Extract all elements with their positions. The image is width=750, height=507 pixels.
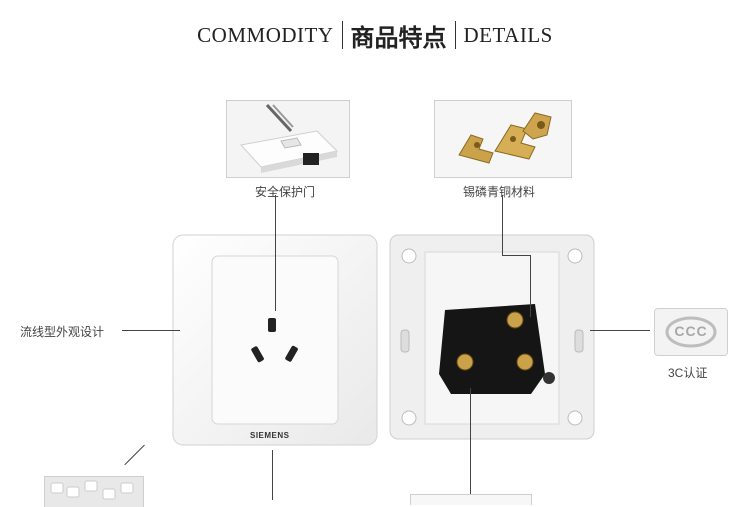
caption-design: 流线型外观设计 bbox=[20, 325, 105, 339]
callout-line-bottom bbox=[470, 388, 471, 500]
material-pellets-thumbnail bbox=[44, 476, 144, 507]
callout-line-material bbox=[502, 195, 503, 255]
caption-material: 锡磷青铜材料 bbox=[463, 185, 536, 199]
header-left: COMMODITY bbox=[197, 22, 334, 47]
header-right: DETAILS bbox=[463, 22, 553, 47]
callout-line-bottom bbox=[272, 450, 273, 500]
caption-certification: 3C认证 bbox=[668, 366, 708, 380]
callout-line-safety-door bbox=[275, 195, 276, 311]
brand-label: SIEMENS bbox=[250, 431, 290, 440]
socket-back-image bbox=[389, 234, 595, 440]
bronze-contacts-image bbox=[435, 101, 571, 177]
certification-badge: CCC bbox=[654, 308, 728, 356]
callout-line-material bbox=[530, 255, 531, 317]
safety-door-thumbnail bbox=[226, 100, 350, 178]
badge-text: CCC bbox=[674, 323, 708, 339]
pellets-image bbox=[45, 477, 143, 507]
section-header: COMMODITY 商品特点 DETAILS bbox=[0, 18, 750, 52]
header-title: 商品特点 bbox=[350, 23, 447, 52]
socket-front-image bbox=[172, 234, 378, 446]
socket-front-plate: SIEMENS bbox=[172, 234, 378, 446]
ccc-mark-icon bbox=[655, 309, 727, 355]
header-divider bbox=[454, 21, 456, 49]
safety-door-image bbox=[227, 101, 349, 177]
callout-line-certification bbox=[590, 330, 650, 331]
header-divider bbox=[341, 21, 343, 49]
material-thumbnail bbox=[434, 100, 572, 178]
caption-safety-door: 安全保护门 bbox=[255, 185, 316, 199]
callout-line-design bbox=[122, 330, 180, 331]
socket-back-plate bbox=[389, 234, 595, 440]
callout-line-material bbox=[502, 255, 530, 256]
callout-line-pellets bbox=[124, 444, 145, 466]
